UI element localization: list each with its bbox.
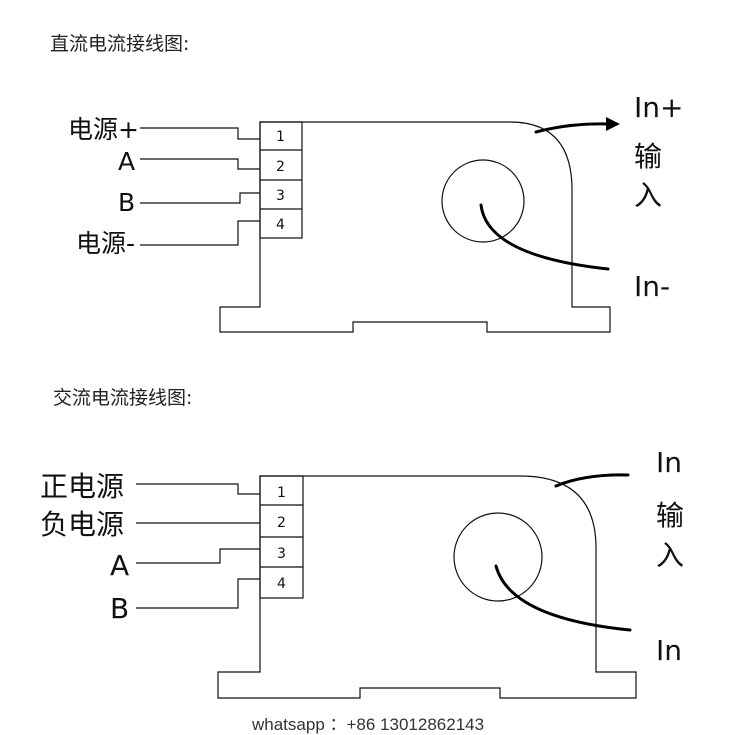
ac-conductor-bottom — [494, 564, 632, 632]
dc-pin-3: 3 — [276, 188, 285, 204]
dc-label-in-plus: In+ — [634, 91, 683, 124]
ac-label-a: A — [110, 549, 129, 582]
ac-label-in-top: In — [656, 446, 682, 479]
ac-sensor-body — [217, 475, 637, 699]
ac-pin-2: 2 — [277, 515, 286, 531]
ac-label-input-2: 入 — [656, 539, 684, 572]
ac-pin-3: 3 — [277, 546, 286, 562]
dc-conductor-in-plus — [534, 122, 610, 134]
dc-pin-4: 4 — [276, 217, 285, 233]
dc-wire-power-plus — [140, 127, 260, 140]
dc-wire-power-minus — [140, 220, 260, 246]
ac-pin-4: 4 — [277, 576, 286, 592]
dc-title: 直流电流接线图: — [50, 33, 189, 55]
ac-wire-pos-power — [136, 483, 260, 495]
ac-wire-b — [136, 578, 260, 609]
dc-label-input-1: 输 — [634, 140, 662, 173]
dc-pin-1: 1 — [276, 129, 285, 145]
ac-label-in-bottom: In — [656, 634, 682, 667]
dc-wire-a — [140, 158, 260, 170]
footer-contact: whatsapp ：+86 13012862143 — [251, 715, 484, 734]
ac-pin-1: 1 — [277, 485, 286, 501]
dc-label-in-minus: In- — [634, 270, 670, 303]
dc-sensor-body — [219, 121, 611, 333]
dc-arrow-icon — [606, 117, 620, 131]
dc-label-power-plus: 电源+ — [68, 115, 139, 144]
ac-diagram: 交流电流接线图: 1 2 3 4 正电源 负电源 A B In 输 入 In — [40, 387, 684, 699]
dc-wire-b — [140, 192, 260, 204]
dc-aperture — [441, 159, 525, 243]
dc-label-power-minus: 电源- — [76, 229, 135, 258]
ac-label-pos-power: 正电源 — [40, 470, 124, 503]
ac-title: 交流电流接线图: — [53, 387, 192, 409]
dc-label-b: B — [118, 188, 135, 217]
ac-conductor-top — [554, 473, 630, 488]
dc-label-input-2: 入 — [634, 179, 662, 212]
dc-pin-2: 2 — [276, 159, 285, 175]
ac-label-b: B — [110, 592, 129, 625]
ac-label-input-1: 输 — [656, 499, 684, 532]
dc-conductor-in-minus — [479, 203, 610, 271]
ac-wire-a — [136, 548, 260, 564]
ac-aperture — [453, 512, 543, 602]
dc-label-a: A — [118, 147, 135, 176]
dc-diagram: 直流电流接线图: 1 2 3 4 电源+ A B 电源- In+ 输 入 In- — [50, 33, 683, 333]
ac-label-neg-power: 负电源 — [40, 508, 124, 541]
